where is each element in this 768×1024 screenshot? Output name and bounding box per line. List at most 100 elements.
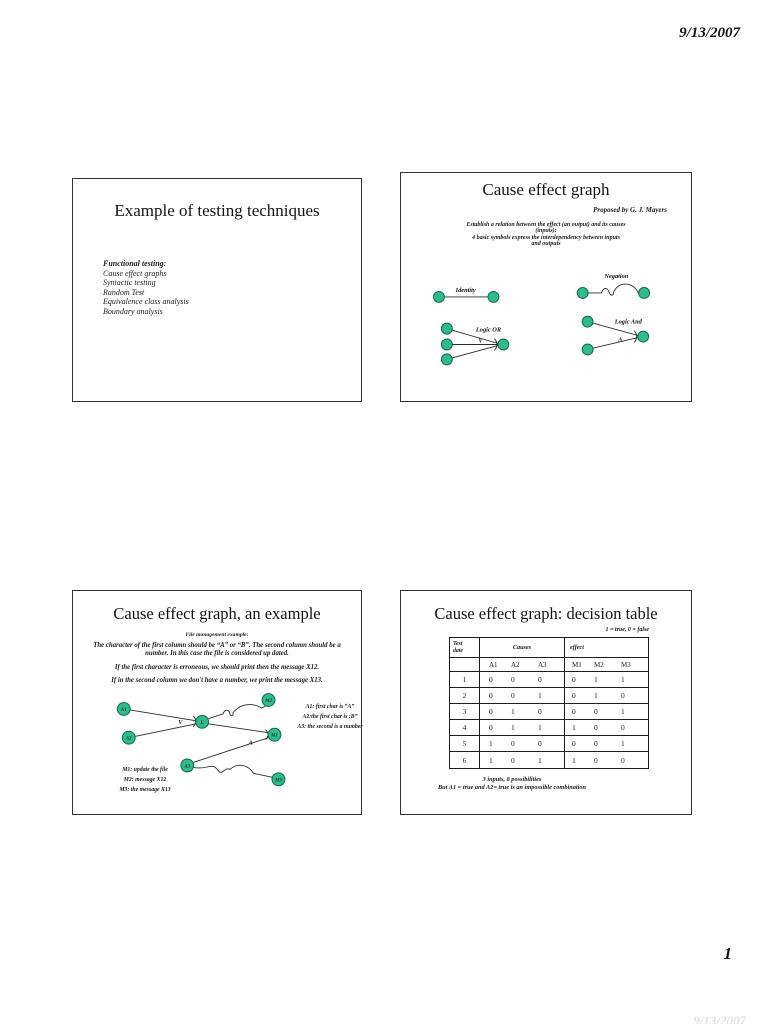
legend-line: A1: first char is “A” [305, 704, 355, 710]
attribution: Proposed by G. J. Mayers [593, 206, 667, 214]
slide3-title: Cause effect graph, an example [113, 604, 321, 623]
node-label-m3: M3 [274, 778, 282, 783]
decision-table: Test date Causes effect A1 A2 A3 M1 M2 M… [449, 637, 649, 769]
logic-and-label: Logic And [614, 319, 643, 326]
effect-node-m1 [267, 727, 282, 742]
node-label-e: E [200, 721, 204, 726]
intermediate-node-e [195, 714, 210, 729]
legend-line: M1: update the file [122, 767, 168, 773]
or-operator: V [178, 720, 183, 726]
negation-node [638, 287, 651, 299]
or-output-node [497, 338, 510, 351]
list-item: Equivalence class analysis [103, 297, 189, 307]
identity-node [487, 290, 500, 303]
functional-testing-list: Functional testing: Cause effect graphs … [103, 259, 189, 317]
col-a3: A3 [538, 660, 547, 669]
negation-label: Negation [603, 273, 628, 280]
legend-line: A2:the first char is :B” [302, 714, 358, 720]
note-line: 3 inputs, 8 possibilities [482, 776, 542, 783]
list-item: Syntactic testing [103, 278, 156, 288]
header-effect: effect [570, 644, 584, 651]
col-m1: M1 [572, 660, 582, 669]
header-date: date [453, 647, 463, 654]
slide-decision-table: Cause effect graph: decision table 1 = t… [400, 590, 692, 815]
paragraph: The character of the first column should… [93, 642, 341, 657]
node-label-a3: A3 [183, 764, 190, 769]
and-input-node [581, 343, 594, 356]
footer-faint-date: 9/13/2007 [693, 1013, 746, 1024]
node-label-a1: A1 [120, 708, 127, 713]
slide2-title: Cause effect graph [482, 180, 610, 199]
list-item: Boundary analysis [103, 306, 163, 316]
note-line: But A1 = true and A2= true is an impossi… [437, 784, 587, 791]
or-operator: V [479, 339, 484, 345]
slide2-description: Establish a relation between the effect … [401, 222, 691, 248]
and-operator: A [248, 741, 253, 747]
paragraph: If in the second column we don't have a … [111, 677, 323, 684]
and-output-node [637, 330, 650, 343]
description-line: (inputs): [535, 228, 557, 235]
cell-test-num: 1 [450, 672, 480, 687]
identity-node [432, 290, 445, 303]
truth-legend: 1 = true, 0 = false [605, 627, 649, 633]
cause-node-a3 [180, 758, 195, 773]
table-subheader-row: A1 A2 A3 M1 M2 M3 [450, 658, 648, 672]
cell-test-num: 3 [450, 704, 480, 719]
description-line: Establish a relation between the effect … [466, 222, 626, 228]
slide-testing-techniques: Example of testing techniques Functional… [72, 178, 362, 402]
description-line: and outputs [531, 241, 561, 248]
and-operator: A [617, 338, 622, 344]
node-label-m1: M1 [270, 734, 278, 739]
or-input-node [440, 322, 453, 335]
subheader-empty [450, 658, 480, 671]
col-m3: M3 [621, 660, 631, 669]
slide3-subtitle: File management example: [185, 632, 249, 638]
legend-line: M2: message X12 [123, 777, 167, 783]
cause-effect-symbols-diagram: Identity Negation Logic OR V Logic And A [432, 273, 651, 366]
cell-test-num: 4 [450, 720, 480, 735]
slide3-paragraphs: The character of the first column should… [73, 642, 361, 690]
node-label-m2: M2 [264, 699, 272, 704]
page-number: 1 [723, 944, 733, 963]
cause-node-a2 [121, 730, 136, 745]
slide-cause-effect-example: Cause effect graph, an example File mana… [72, 590, 363, 815]
slide4-title: Cause effect graph: decision table [434, 604, 658, 623]
header-test-date: Test date [450, 638, 480, 657]
cause-node-a1 [116, 702, 131, 716]
example-graph-diagram: A1 A2 E A3 M2 M1 M3 V A [116, 693, 286, 787]
legend-line: M3: the message X13 [119, 787, 171, 793]
cell-test-num: 6 [450, 752, 480, 768]
and-input-node [581, 315, 594, 328]
effect-columns: M1 M2 M3 [565, 658, 648, 671]
slide1-title: Example of testing techniques [114, 201, 320, 220]
negation-node [576, 287, 589, 299]
table-notes: 3 inputs, 8 possibilities But A1 = true … [401, 776, 623, 792]
col-m2: M2 [594, 660, 604, 669]
cell-test-num: 2 [450, 688, 480, 703]
cell-test-num: 5 [450, 736, 480, 751]
list-heading: Functional testing: [103, 259, 167, 268]
header-date: 9/13/2007 [679, 25, 740, 41]
effect-node-m2 [261, 693, 276, 707]
legend-line: A3: the second is a number [297, 724, 363, 730]
node-label-a2: A2 [125, 737, 132, 742]
effect-node-m3 [271, 772, 286, 787]
or-input-node [440, 353, 453, 366]
